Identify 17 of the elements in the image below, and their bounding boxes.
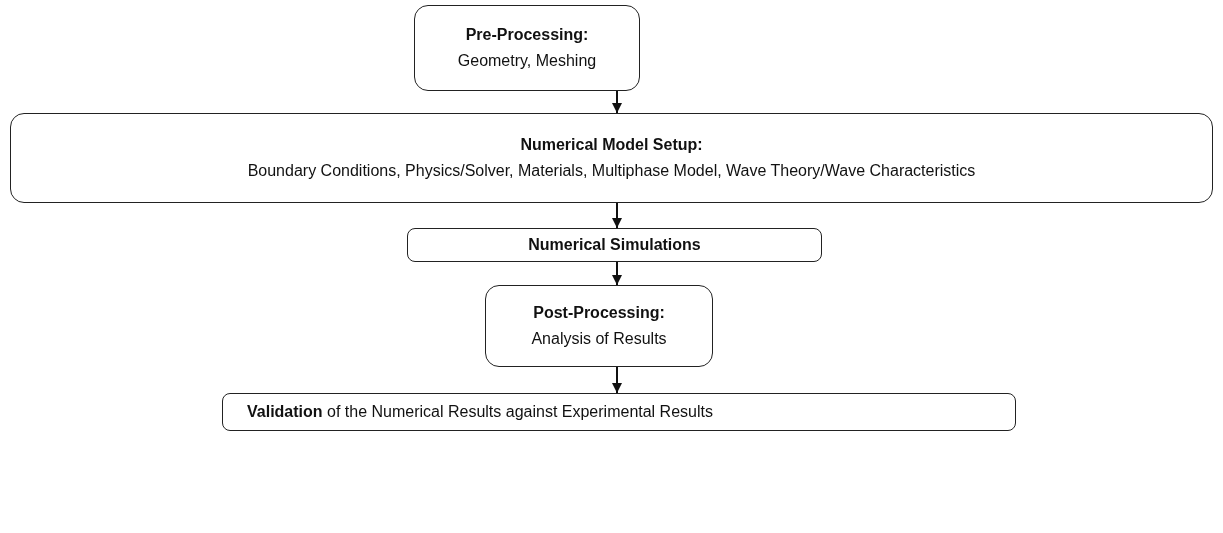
- process-box: [414, 5, 640, 91]
- box-text: Geometry, Meshing: [457, 51, 597, 71]
- arrow: [612, 366, 622, 394]
- process-box: [407, 228, 822, 262]
- arrow: [612, 90, 622, 114]
- box-heading: Post-Processing:: [533, 303, 665, 323]
- box-text: Analysis of Results: [531, 329, 667, 349]
- box-heading: Pre-Processing:: [465, 25, 589, 45]
- box-heading: Numerical Model Setup:: [520, 135, 703, 155]
- process-box: [10, 113, 1213, 203]
- arrow: [612, 202, 622, 229]
- box-text: Numerical Simulations: [528, 235, 701, 255]
- process-box: [222, 393, 1016, 431]
- box-text: Validation of the Numerical Results against Experimental Results: [247, 402, 713, 422]
- box-text: Boundary Conditions, Physics/Solver, Materials, Multiphase Model, Wave Theory/Wave Characteristics: [247, 161, 976, 181]
- arrow: [612, 261, 622, 286]
- process-box: [485, 285, 713, 367]
